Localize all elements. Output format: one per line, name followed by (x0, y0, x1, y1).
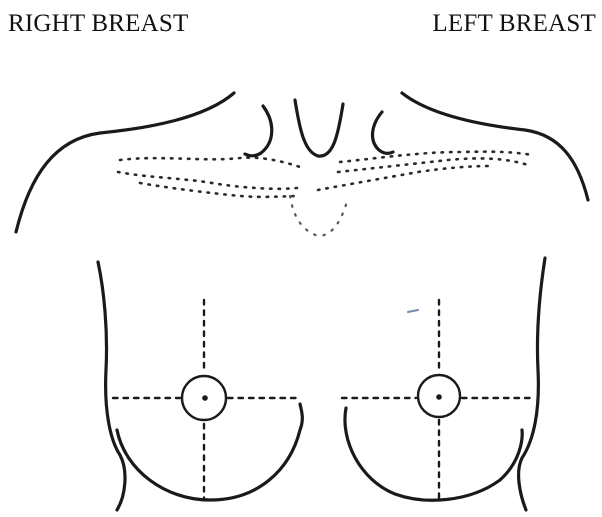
left-torso-outline (519, 258, 545, 510)
sternal-notch (295, 100, 343, 156)
right-nipple (202, 395, 208, 401)
left-clavicle-dotted-upper (340, 152, 532, 162)
sternum-dotted (290, 196, 348, 236)
left-clavicle-head (373, 112, 393, 153)
left-clavicle-dotted-lower (318, 166, 490, 190)
right-clavicle-dotted-upper (120, 158, 300, 167)
left-breast-outline (345, 408, 522, 500)
right-clavicle-dotted-mid (118, 172, 297, 189)
right-clavicle-head (245, 106, 272, 156)
left-nipple (436, 394, 442, 400)
right-shoulder-outline (16, 93, 234, 232)
left-shoulder-outline (402, 93, 588, 200)
stray-mark (408, 310, 418, 312)
right-torso-outline (98, 262, 125, 510)
